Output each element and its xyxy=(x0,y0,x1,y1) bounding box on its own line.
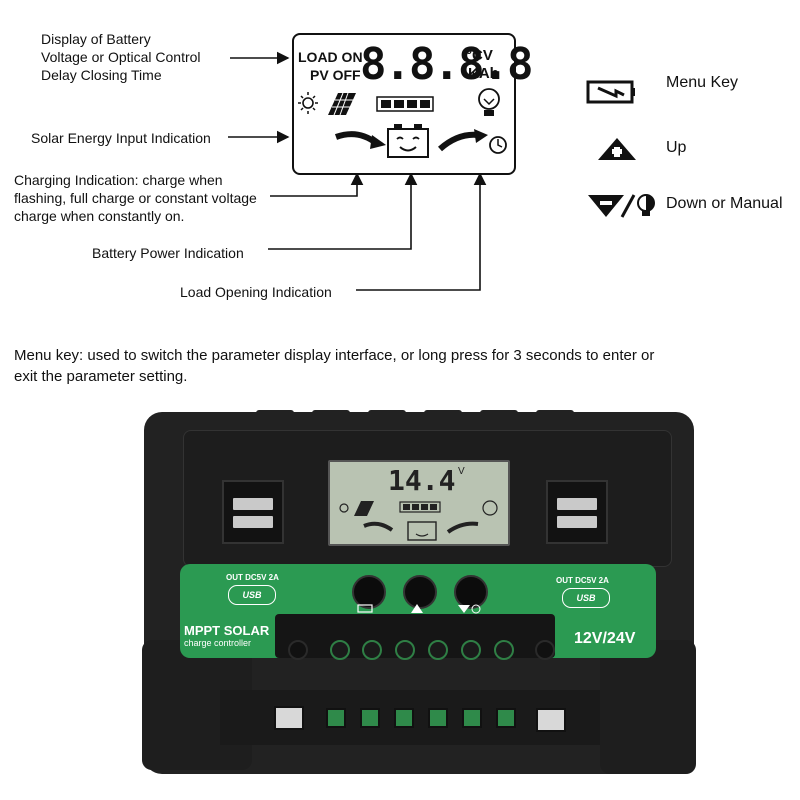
lcd-pv-off: PV OFF xyxy=(310,67,361,83)
down-button[interactable] xyxy=(454,575,488,609)
battery-label: Battery Power Indication xyxy=(92,245,244,261)
moon-arrow-icon xyxy=(315,131,386,152)
menu-key-label: Menu Key xyxy=(666,74,739,91)
battery-bars-icon xyxy=(376,96,434,112)
terminal-screw xyxy=(395,640,415,660)
down-manual-label: Down or Manual xyxy=(666,195,783,212)
screen-value: 14.4 xyxy=(388,464,456,497)
bulb-icon xyxy=(478,88,500,116)
terminal-screw xyxy=(428,640,448,660)
down-manual-icon xyxy=(588,194,655,218)
menu-key-icon xyxy=(586,80,635,104)
device-right-foot xyxy=(600,640,696,774)
lcd-unit-bottom: KAh xyxy=(468,65,499,82)
lcd-digits: 8.8.8.8 xyxy=(360,39,533,90)
usb-slot xyxy=(233,516,273,528)
terminal-screw xyxy=(362,640,382,660)
up-button[interactable] xyxy=(403,575,437,609)
usb-right-label: OUT DC5V 2A xyxy=(556,576,609,585)
usb-left-logo: USB xyxy=(228,585,276,605)
leader-lines xyxy=(228,51,487,291)
up-label: Up xyxy=(666,139,687,156)
bottom-terminal xyxy=(326,708,346,728)
usb-slot xyxy=(233,498,273,510)
terminal-screw xyxy=(330,640,350,660)
bottom-terminal xyxy=(394,708,414,728)
button-legend-icons xyxy=(357,604,481,614)
left-mount-hole xyxy=(274,706,304,730)
usb-port-right[interactable] xyxy=(546,480,608,544)
usb-right-text: USB xyxy=(576,593,596,603)
terminal-screw xyxy=(535,640,555,660)
display-label: Display of Battery Voltage or Optical Co… xyxy=(41,31,201,83)
device-lcd-screen: 14.4 V xyxy=(328,460,510,546)
right-mount-hole xyxy=(536,708,566,732)
usb-left-label: OUT DC5V 2A xyxy=(226,573,279,582)
brand-line-1: MPPT SOLAR xyxy=(184,623,270,638)
charging-label: Charging Indication: charge when flashin… xyxy=(14,172,257,224)
menu-key-note: Menu key: used to switch the parameter d… xyxy=(14,347,655,385)
usb-left-text: USB xyxy=(242,590,262,600)
lcd-load-on: LOAD ON xyxy=(298,49,363,65)
lcd-diagram: LOAD ON PV OFF 8.8.8.8 °CV KAh xyxy=(292,33,533,175)
voltage-label: 12V/24V xyxy=(574,630,636,647)
lcd-unit-top: °CV xyxy=(466,47,493,64)
battery-arrow xyxy=(268,172,418,250)
bottom-terminal xyxy=(360,708,380,728)
battery-face-icon xyxy=(387,124,429,158)
load-label: Load Opening Indication xyxy=(180,284,332,300)
charging-arrow xyxy=(270,172,364,197)
terminal-screw xyxy=(461,640,481,660)
menu-button[interactable] xyxy=(352,575,386,609)
screen-unit: V xyxy=(458,466,465,477)
usb-slot xyxy=(557,516,597,528)
usb-right-logo: USB xyxy=(562,588,610,608)
terminal-screw xyxy=(288,640,308,660)
up-icon xyxy=(598,138,636,160)
bottom-terminal xyxy=(462,708,482,728)
usb-port-left[interactable] xyxy=(222,480,284,544)
arrow-timer-icon xyxy=(438,129,507,154)
brand-line-2: charge controller xyxy=(184,638,252,648)
load-arrow xyxy=(356,172,487,291)
usb-slot xyxy=(557,498,597,510)
bottom-terminal xyxy=(496,708,516,728)
screen-icons xyxy=(339,500,498,541)
terminal-screw xyxy=(494,640,514,660)
bottom-terminal xyxy=(428,708,448,728)
solar-label: Solar Energy Input Indication xyxy=(31,130,211,146)
sun-panel-icon xyxy=(298,92,356,116)
